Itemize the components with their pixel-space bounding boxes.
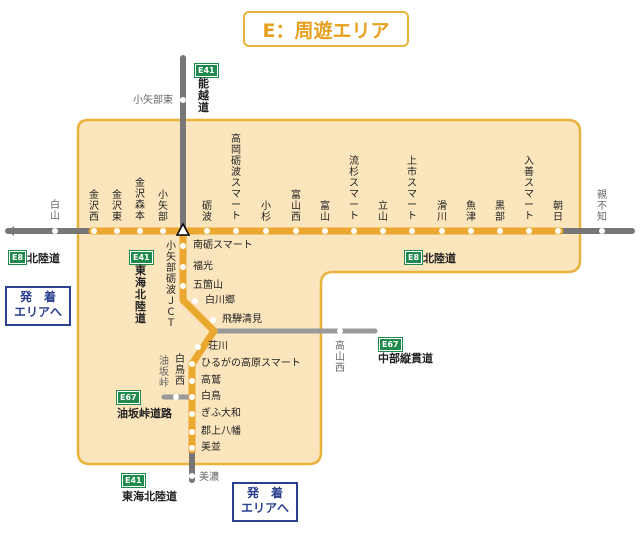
exit-south-line2: エリアへ (240, 501, 289, 515)
station-fukumitsu: 福光 (193, 261, 213, 272)
aburazaka-badge: E67 (116, 390, 141, 405)
page-title: E：周遊エリア (243, 11, 409, 47)
station-nyuzen-smart: 入善スマート (524, 156, 534, 222)
tokaihokuriku-north-badge: E41 (129, 250, 154, 265)
koyabe-higashi-label: 小矢部東 (133, 95, 173, 106)
station-minami: 美並 (201, 442, 221, 453)
station-tateyama: 立山 (378, 201, 388, 223)
station-shirotori: 白鳥 (201, 391, 221, 402)
station-asahi: 朝日 (553, 201, 563, 223)
hokuriku-east-name: 北陸道 (423, 252, 456, 265)
chubu-badge: E67 (378, 337, 403, 352)
station-tonami: 砺波 (202, 201, 212, 223)
station-shokawa: 荘川 (208, 341, 228, 352)
exit-south-line1: 発 着 (246, 486, 283, 500)
tour-area (76, 118, 582, 466)
station-namerikawa: 滑川 (437, 201, 447, 223)
hstation-dots (91, 228, 561, 234)
exit-area-link-south[interactable]: 発 着 エリアへ (232, 482, 298, 522)
outside-dots (52, 97, 605, 479)
oyashirazu-label: 親不知 (597, 190, 607, 223)
station-shirakawago: 白川郷 (205, 295, 235, 306)
tokaihokuriku-north-name: 東海北陸道 (135, 264, 146, 325)
jct-marker (175, 222, 191, 236)
station-takasu: 高鷲 (201, 375, 221, 386)
exit-arrow-west (8, 226, 14, 236)
aburazaka-toge-label: 油坂峠 (159, 356, 169, 389)
station-hirugano-smart: ひるがの高原スマート (201, 358, 301, 369)
exit-west-line1: 発 着 (19, 290, 56, 304)
exit-west-line2: エリアへ (13, 305, 62, 319)
station-kamiichi-smart: 上市スマート (407, 156, 417, 222)
station-oyabe: 小矢部 (158, 190, 168, 223)
shirayama-label: 白山 (50, 200, 60, 222)
station-uozu: 魚津 (466, 201, 476, 223)
station-kanazawa-morimoto: 金沢森本 (135, 178, 145, 222)
station-gujo-hachiman: 郡上八幡 (201, 426, 241, 437)
aburazaka-name: 油坂峠道路 (117, 407, 172, 420)
line-tokaihokuriku (179, 227, 218, 454)
hokuriku-east-badge: E8 (403, 250, 424, 265)
station-takaoka-tonami-smart: 高岡砺波スマート (231, 134, 241, 222)
noetsu-name: 能越道 (198, 77, 209, 114)
station-nagaresugi-smart: 流杉スマート (349, 156, 359, 222)
hokuriku-west-badge: E8 (7, 250, 28, 265)
station-toyama-nishi: 富山西 (291, 190, 301, 223)
station-kanazawa-nishi: 金沢西 (89, 190, 99, 223)
tokaihokuriku-south-badge: E41 (121, 473, 146, 488)
station-hida-kiyomi: 飛騨清見 (222, 314, 262, 325)
noetsu-badge: E41 (194, 63, 219, 78)
station-kosugi: 小杉 (261, 201, 271, 223)
station-gokayama: 五箇山 (193, 280, 223, 291)
chubu-name: 中部縦貫道 (378, 352, 433, 365)
jct-label: 小矢部砺波ＪＣＴ (166, 241, 176, 329)
station-nanto-smart: 南砺スマート (193, 240, 253, 251)
sstation-dots (180, 243, 216, 451)
station-kurobe: 黒部 (495, 201, 505, 223)
tokaihokuriku-south-name: 東海北陸道 (122, 490, 177, 503)
station-toyama: 富山 (320, 201, 330, 223)
station-gifu-yamato: ぎふ大和 (201, 408, 241, 419)
station-shirotori-nishi: 白鳥西 (175, 354, 185, 387)
exit-area-link-west[interactable]: 発 着 エリアへ (5, 286, 71, 326)
takayama-nishi-label: 高山西 (335, 341, 345, 374)
station-kanazawa-higashi: 金沢東 (112, 190, 122, 223)
mino-label: 美濃 (199, 472, 219, 483)
hokuriku-west-name: 北陸道 (27, 252, 60, 265)
